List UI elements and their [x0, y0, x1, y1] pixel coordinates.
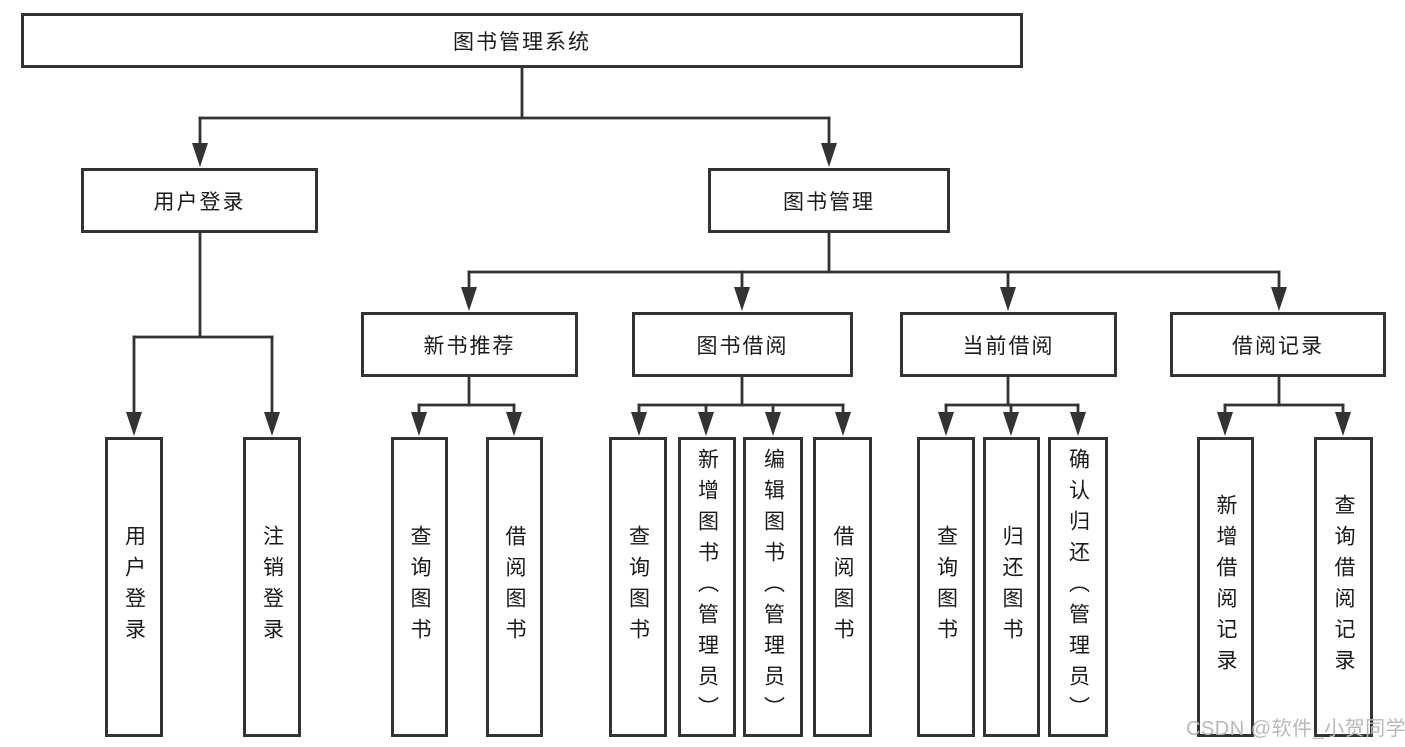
arrow-down-icon [734, 287, 750, 311]
node-label: 新增借阅记录 [1214, 494, 1237, 680]
node-label: 注销登录 [260, 525, 284, 649]
leaf-logout: 注销登录 [243, 437, 301, 737]
arrow-down-icon [506, 412, 522, 436]
node-label: 图书管理 [783, 190, 875, 214]
node-label: 查询图书 [626, 525, 650, 649]
arrow-down-icon [698, 412, 714, 436]
arrow-down-icon [411, 412, 427, 436]
node-label: 查询借阅记录 [1332, 494, 1355, 680]
arrow-down-icon [1271, 287, 1287, 311]
node-book-borrowing: 图书借阅 [632, 312, 853, 377]
arrow-down-icon [835, 412, 851, 436]
leaf-borrow-books-recommend: 借阅图书 [486, 437, 543, 737]
csdn-watermark: CSDN @软件_小贺同学 [1186, 718, 1405, 740]
arrow-down-icon [1000, 287, 1016, 311]
leaf-query-borrow-record: 查询借阅记录 [1314, 437, 1373, 737]
node-label: 借阅记录 [1232, 334, 1324, 358]
node-label: 借阅图书 [503, 525, 526, 649]
node-label: 图书管理系统 [453, 30, 591, 54]
node-library-system: 图书管理系统 [21, 13, 1023, 68]
leaf-query-books-recommend: 查询图书 [391, 437, 448, 737]
leaf-add-borrow-record: 新增借阅记录 [1197, 437, 1254, 737]
arrow-down-icon [1217, 412, 1233, 436]
arrow-down-icon [126, 412, 142, 436]
arrow-down-icon [1003, 412, 1019, 436]
node-label: 用户登录 [122, 525, 146, 649]
arrowheads [126, 143, 1351, 436]
node-label: 查询图书 [408, 525, 431, 649]
node-label: 确认归还（管理员） [1066, 447, 1090, 727]
leaf-query-books-current: 查询图书 [917, 437, 975, 737]
leaf-add-books-admin: 新增图书（管理员） [678, 437, 736, 737]
node-new-book-recommend: 新书推荐 [361, 312, 578, 377]
node-label: 新增图书（管理员） [695, 447, 719, 727]
node-label: 新书推荐 [423, 334, 516, 358]
arrow-down-icon [938, 412, 954, 436]
node-label: 借阅图书 [831, 525, 854, 649]
arrow-down-icon [192, 143, 208, 167]
node-user-login: 用户登录 [81, 168, 318, 233]
node-borrowing-records: 借阅记录 [1170, 312, 1386, 377]
node-current-borrowing: 当前借阅 [900, 312, 1117, 377]
arrow-down-icon [631, 412, 647, 436]
arrow-down-icon [264, 412, 280, 436]
arrow-down-icon [461, 287, 477, 311]
node-label: 当前借阅 [962, 334, 1055, 358]
node-label: 查询图书 [934, 525, 958, 649]
node-book-management: 图书管理 [708, 168, 950, 233]
node-label: 编辑图书（管理员） [761, 447, 785, 727]
node-label: 用户登录 [153, 190, 246, 214]
arrow-down-icon [1335, 412, 1351, 436]
leaf-query-books-borrowing: 查询图书 [609, 437, 667, 737]
leaf-borrow-books-borrowing: 借阅图书 [813, 437, 872, 737]
node-label: 归还图书 [1000, 525, 1023, 649]
arrow-down-icon [765, 412, 781, 436]
arrow-down-icon [1070, 412, 1086, 436]
leaf-edit-books-admin: 编辑图书（管理员） [743, 437, 803, 737]
arrow-down-icon [821, 143, 837, 167]
leaf-confirm-return-admin: 确认归还（管理员） [1048, 437, 1108, 737]
leaf-user-login: 用户登录 [105, 437, 163, 737]
leaf-return-books: 归还图书 [983, 437, 1040, 737]
node-label: 图书借阅 [696, 334, 789, 358]
